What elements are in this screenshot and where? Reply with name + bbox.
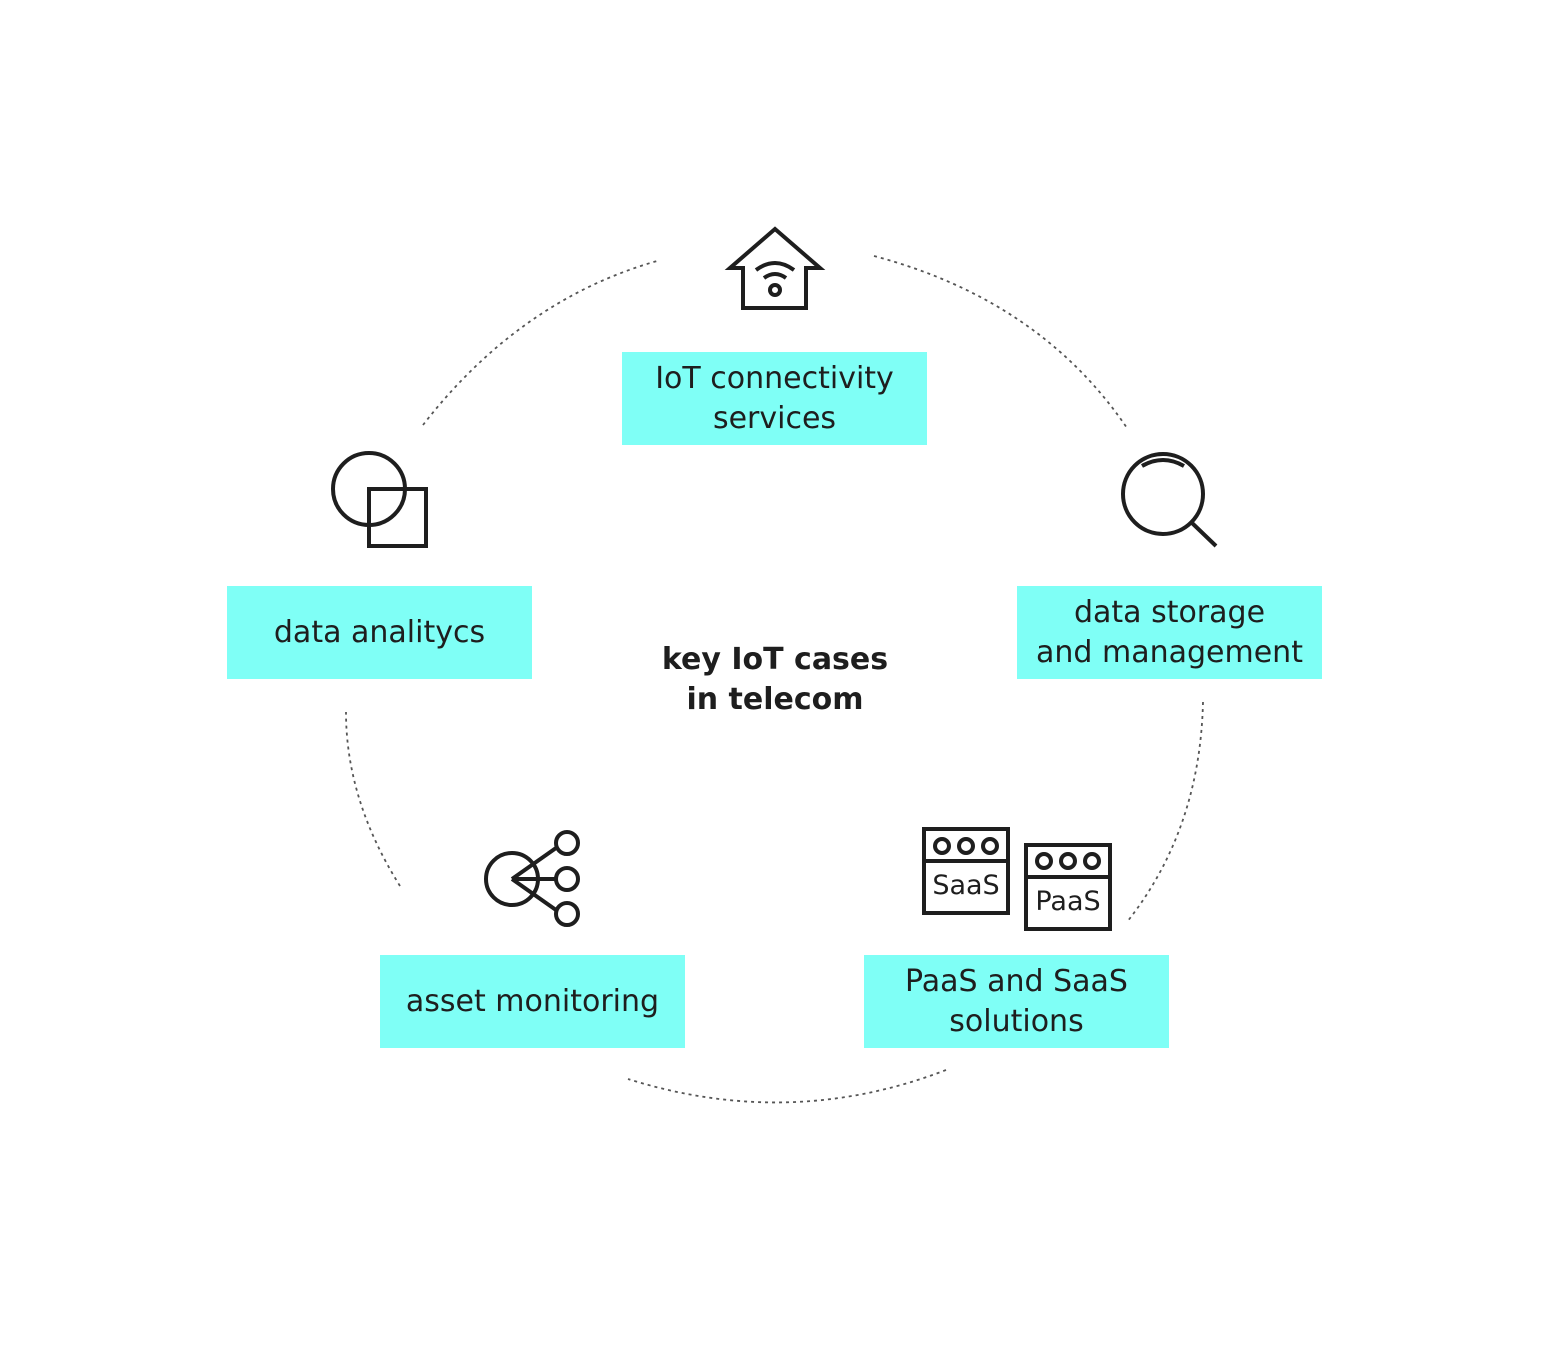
node-iot-connectivity: IoT connectivity services bbox=[622, 352, 927, 445]
paas-text: PaaS bbox=[1035, 886, 1100, 917]
node-data-storage: data storage and management bbox=[1017, 586, 1322, 679]
circle-square-overlap-icon bbox=[331, 451, 428, 548]
saas-window-icon: SaaS bbox=[922, 827, 1010, 915]
smart-home-wifi-icon bbox=[724, 226, 826, 310]
arc-left bbox=[345, 711, 401, 887]
saas-text: SaaS bbox=[932, 870, 999, 901]
share-network-icon bbox=[484, 830, 580, 927]
paas-window-icon: PaaS bbox=[1024, 843, 1112, 931]
arc-top-right bbox=[873, 255, 1128, 429]
magnifier-icon bbox=[1121, 452, 1218, 548]
node-asset-monitoring: asset monitoring bbox=[380, 955, 685, 1048]
node-paas-saas: PaaS and SaaS solutions bbox=[864, 955, 1169, 1048]
node-data-analytics: data analitycs bbox=[227, 586, 532, 679]
center-title: key IoT cases in telecom bbox=[661, 642, 889, 717]
paas-saas-windows-icon: SaaS PaaS bbox=[922, 827, 1112, 931]
arc-right bbox=[1126, 701, 1204, 923]
arc-bottom bbox=[627, 1069, 947, 1104]
arc-top-left bbox=[422, 260, 658, 426]
